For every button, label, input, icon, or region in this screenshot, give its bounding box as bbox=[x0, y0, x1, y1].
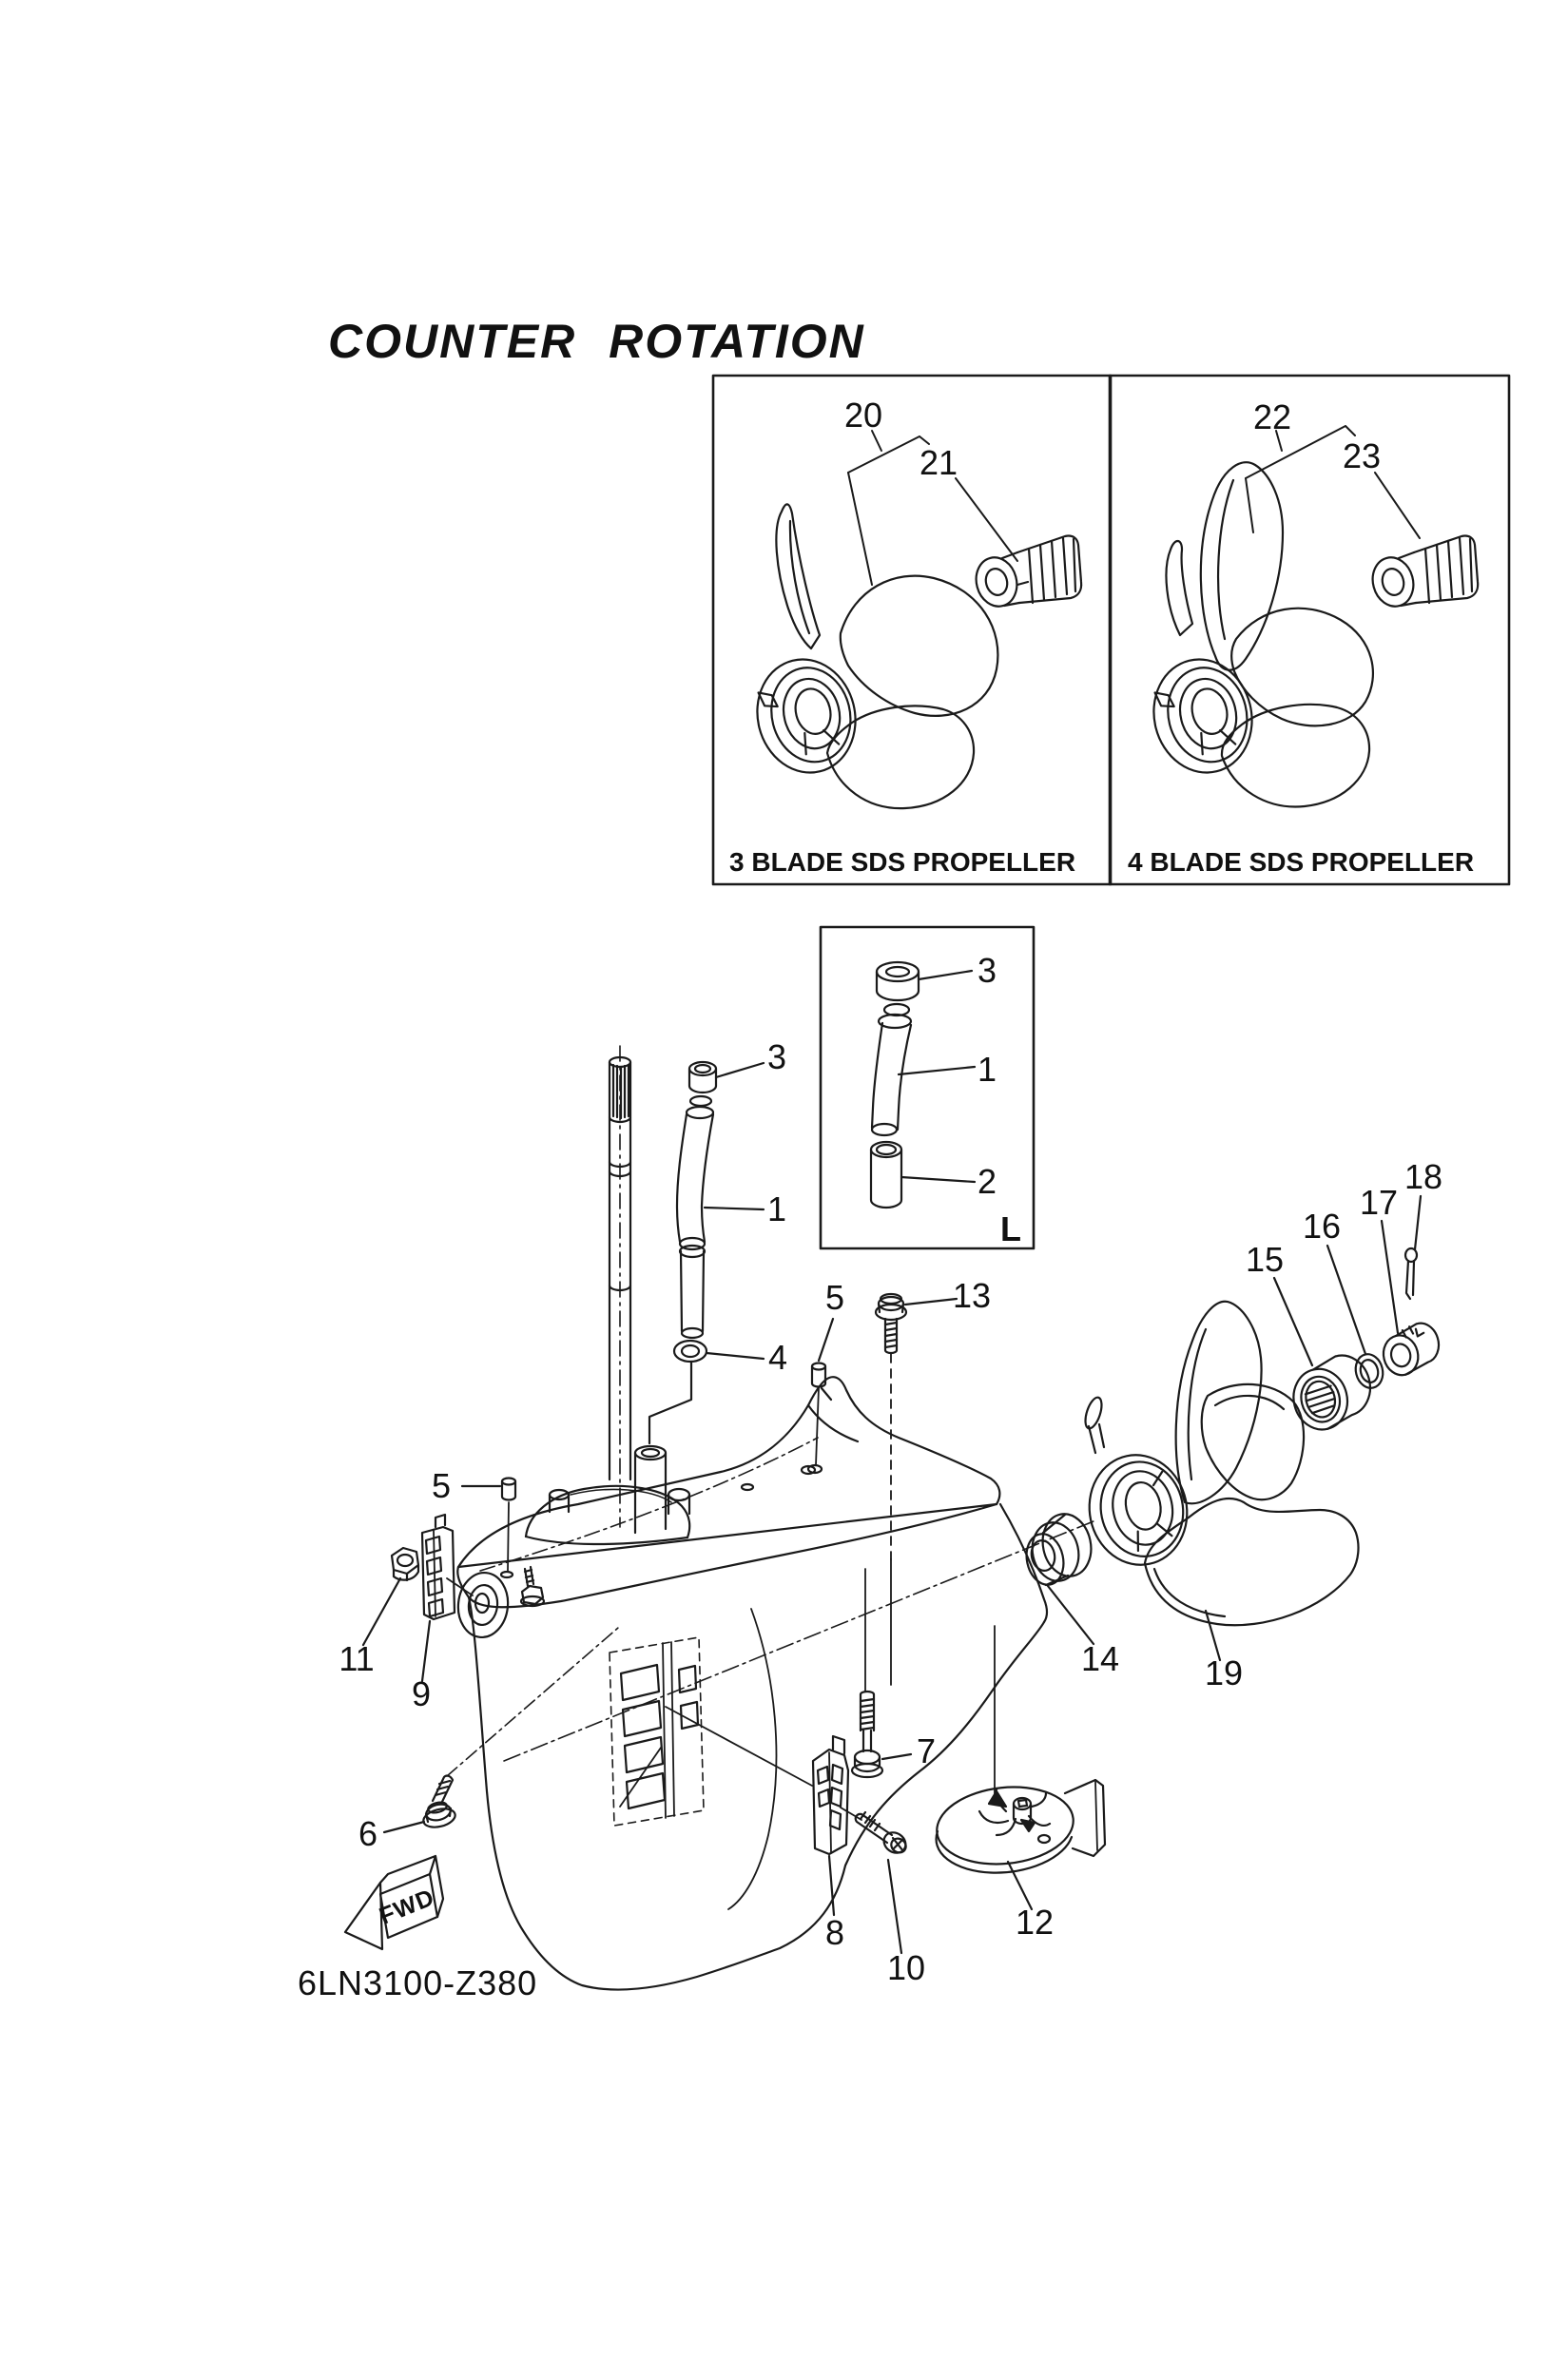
callout-23: 23 bbox=[1343, 436, 1381, 475]
fwd-arrow bbox=[343, 1854, 445, 1951]
callout-8: 8 bbox=[825, 1913, 844, 1952]
callout-16: 16 bbox=[1303, 1207, 1341, 1246]
inset-caption-four-blade: 4 BLADE SDS PROPELLER bbox=[1128, 847, 1474, 877]
callout-17: 17 bbox=[1360, 1183, 1398, 1222]
callout-4: 4 bbox=[768, 1338, 787, 1377]
detail-callout-1: 1 bbox=[978, 1050, 997, 1089]
variant-label: L bbox=[1000, 1209, 1021, 1248]
spacer-illustration bbox=[1272, 1276, 1372, 1431]
inset-caption-three-blade: 3 BLADE SDS PROPELLER bbox=[729, 847, 1075, 877]
leader-lines-box1 bbox=[847, 430, 1018, 586]
callout-1: 1 bbox=[767, 1189, 786, 1228]
callout-22: 22 bbox=[1253, 397, 1291, 436]
leader-lines-box2 bbox=[1245, 425, 1421, 539]
three-blade-propeller-illustration bbox=[756, 658, 857, 774]
callout-21: 21 bbox=[920, 443, 958, 482]
detail-callout-2: 2 bbox=[978, 1162, 997, 1201]
callout-6: 6 bbox=[358, 1814, 377, 1853]
drive-shaft-illustration bbox=[608, 1045, 632, 1528]
anode-left-illustration bbox=[420, 1513, 474, 1683]
detail-callout-3: 3 bbox=[978, 951, 997, 990]
callout-14: 14 bbox=[1081, 1639, 1119, 1678]
callout-20: 20 bbox=[844, 396, 882, 435]
prop-nut-illustration bbox=[975, 534, 1083, 608]
callout-5-left: 5 bbox=[432, 1466, 451, 1505]
thrust-washer-illustration bbox=[1025, 1513, 1095, 1646]
callout-3: 3 bbox=[767, 1037, 786, 1076]
callout-10: 10 bbox=[887, 1948, 925, 1987]
prop-nut-illustration bbox=[1371, 534, 1480, 608]
callout-9: 9 bbox=[412, 1674, 431, 1713]
drawing-number: 6LN3100-Z380 bbox=[298, 1963, 537, 2002]
anode-center-illustration bbox=[811, 1734, 862, 1917]
callout-12: 12 bbox=[1016, 1903, 1054, 1942]
dowel-pin-upper-illustration bbox=[806, 1317, 835, 1475]
bolt-upper-illustration bbox=[874, 1292, 958, 1686]
callout-11: 11 bbox=[339, 1639, 374, 1678]
callout-7: 7 bbox=[917, 1731, 936, 1770]
callout-5-upper: 5 bbox=[825, 1278, 844, 1317]
propeller-illustration bbox=[1084, 1300, 1360, 1662]
callout-19: 19 bbox=[1205, 1653, 1243, 1692]
callout-13: 13 bbox=[953, 1276, 991, 1315]
inset-box-four-blade bbox=[1108, 374, 1511, 886]
dowel-pin-left-illustration bbox=[460, 1477, 517, 1579]
cotter-pin-illustration bbox=[1403, 1194, 1423, 1301]
screw-center-illustration bbox=[854, 1810, 907, 1955]
impeller-plate-illustration bbox=[935, 1778, 1107, 1911]
bolt-center-illustration bbox=[850, 1690, 913, 1779]
inset-box-three-blade bbox=[711, 374, 1113, 886]
nut-left-illustration bbox=[361, 1546, 420, 1647]
gear-case-housing-illustration bbox=[456, 1376, 1094, 1991]
bolt-lower-left-illustration bbox=[382, 1627, 619, 1834]
detail-box-water-tube bbox=[819, 925, 1036, 1250]
four-blade-propeller-illustration bbox=[1152, 658, 1253, 774]
gasket-washer-illustration bbox=[648, 1339, 765, 1445]
page-title: COUNTER ROTATION bbox=[328, 315, 865, 368]
washer-illustration bbox=[1326, 1244, 1384, 1389]
callout-18: 18 bbox=[1404, 1157, 1442, 1196]
callout-15: 15 bbox=[1246, 1240, 1284, 1279]
fwd-label: FWD bbox=[376, 1884, 438, 1929]
propeller-nut-illustration bbox=[1380, 1219, 1441, 1377]
water-tube-illustration bbox=[675, 1060, 765, 1340]
